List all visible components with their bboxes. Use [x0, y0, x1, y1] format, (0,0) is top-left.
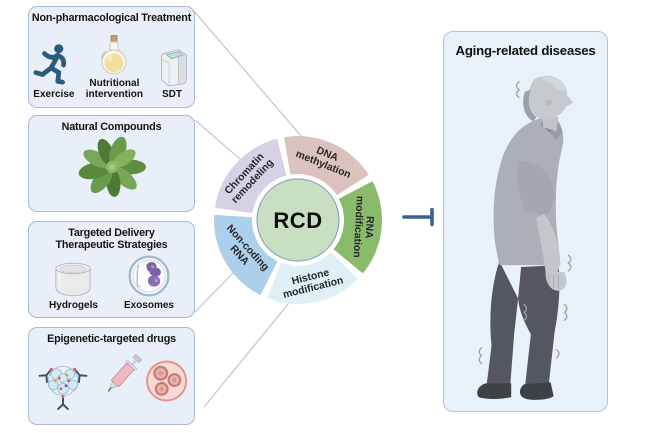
sdt-machine-icon: [161, 49, 187, 87]
panel-non-pharmacological: Non-pharmacological Treatment Exercise: [28, 6, 195, 108]
panel-title: Non-pharmacological Treatment: [31, 12, 192, 24]
panel-natural-compounds: Natural Compounds: [28, 115, 195, 212]
syringe-icon: [107, 355, 142, 398]
wheel-center-label: RCD: [273, 208, 323, 233]
connector-box4: [203, 302, 290, 408]
nutrition-item: Nutritional intervention: [85, 26, 144, 100]
connector-box3: [194, 269, 237, 313]
nutrition-bottle-icon: [101, 35, 127, 75]
panel-title: Epigenetic-targeted drugs: [47, 333, 176, 345]
nutrition-label: Nutritional intervention: [85, 78, 143, 100]
panel-title-line1: Targeted Delivery: [68, 227, 155, 239]
segment-chromatin-remodeling: [214, 138, 287, 214]
rcd-wheel: [214, 136, 382, 305]
panel-epigenetic-drugs: Epigenetic-targeted drugs: [28, 327, 195, 425]
segment-histone-modification: [267, 252, 358, 305]
plant-rosette-icon: [78, 137, 146, 198]
panel-aging-diseases: Aging-related diseases: [443, 31, 608, 412]
hydrogels-item: Hydrogels: [49, 259, 98, 312]
exosome-icon: [128, 255, 170, 297]
elderly-man-icon: [477, 75, 574, 400]
connector-box1: [192, 9, 302, 137]
exercise-item: Exercise: [29, 26, 79, 100]
connector-box2: [194, 119, 241, 160]
segment-noncoding-rna: [214, 214, 278, 296]
segment-dna-methylation: [284, 136, 369, 196]
aging-title: Aging-related diseases: [455, 43, 596, 58]
sdt-label: SDT: [161, 88, 182, 100]
exercise-label: Exercise: [33, 88, 75, 100]
icon-row: Exercise Nutritional intervention: [29, 26, 194, 100]
inhibition-tbar-icon: [402, 207, 434, 227]
connector-lines: [192, 9, 302, 408]
panel-title: Targeted Delivery Therapeutic Strategies: [29, 222, 194, 252]
segment-rna-modification: [333, 181, 382, 274]
syringe-cells-icon: [107, 355, 187, 402]
exosomes-label: Exosomes: [123, 299, 174, 311]
panel-title: Natural Compounds: [61, 121, 162, 133]
wheel-center-circle: [256, 178, 340, 262]
panel-title-line2: Therapeutic Strategies: [55, 239, 168, 252]
hydrogel-icon: [55, 262, 92, 296]
sdt-item: SDT: [150, 26, 194, 100]
label-rna-modification: RNA modification: [350, 195, 375, 258]
nanoparticle-icon: [38, 366, 87, 411]
exosomes-item: Exosomes: [124, 253, 174, 312]
hydrogels-label: Hydrogels: [49, 299, 98, 311]
runner-icon: [33, 44, 66, 85]
panel-targeted-delivery: Targeted Delivery Therapeutic Strategies…: [28, 221, 195, 318]
